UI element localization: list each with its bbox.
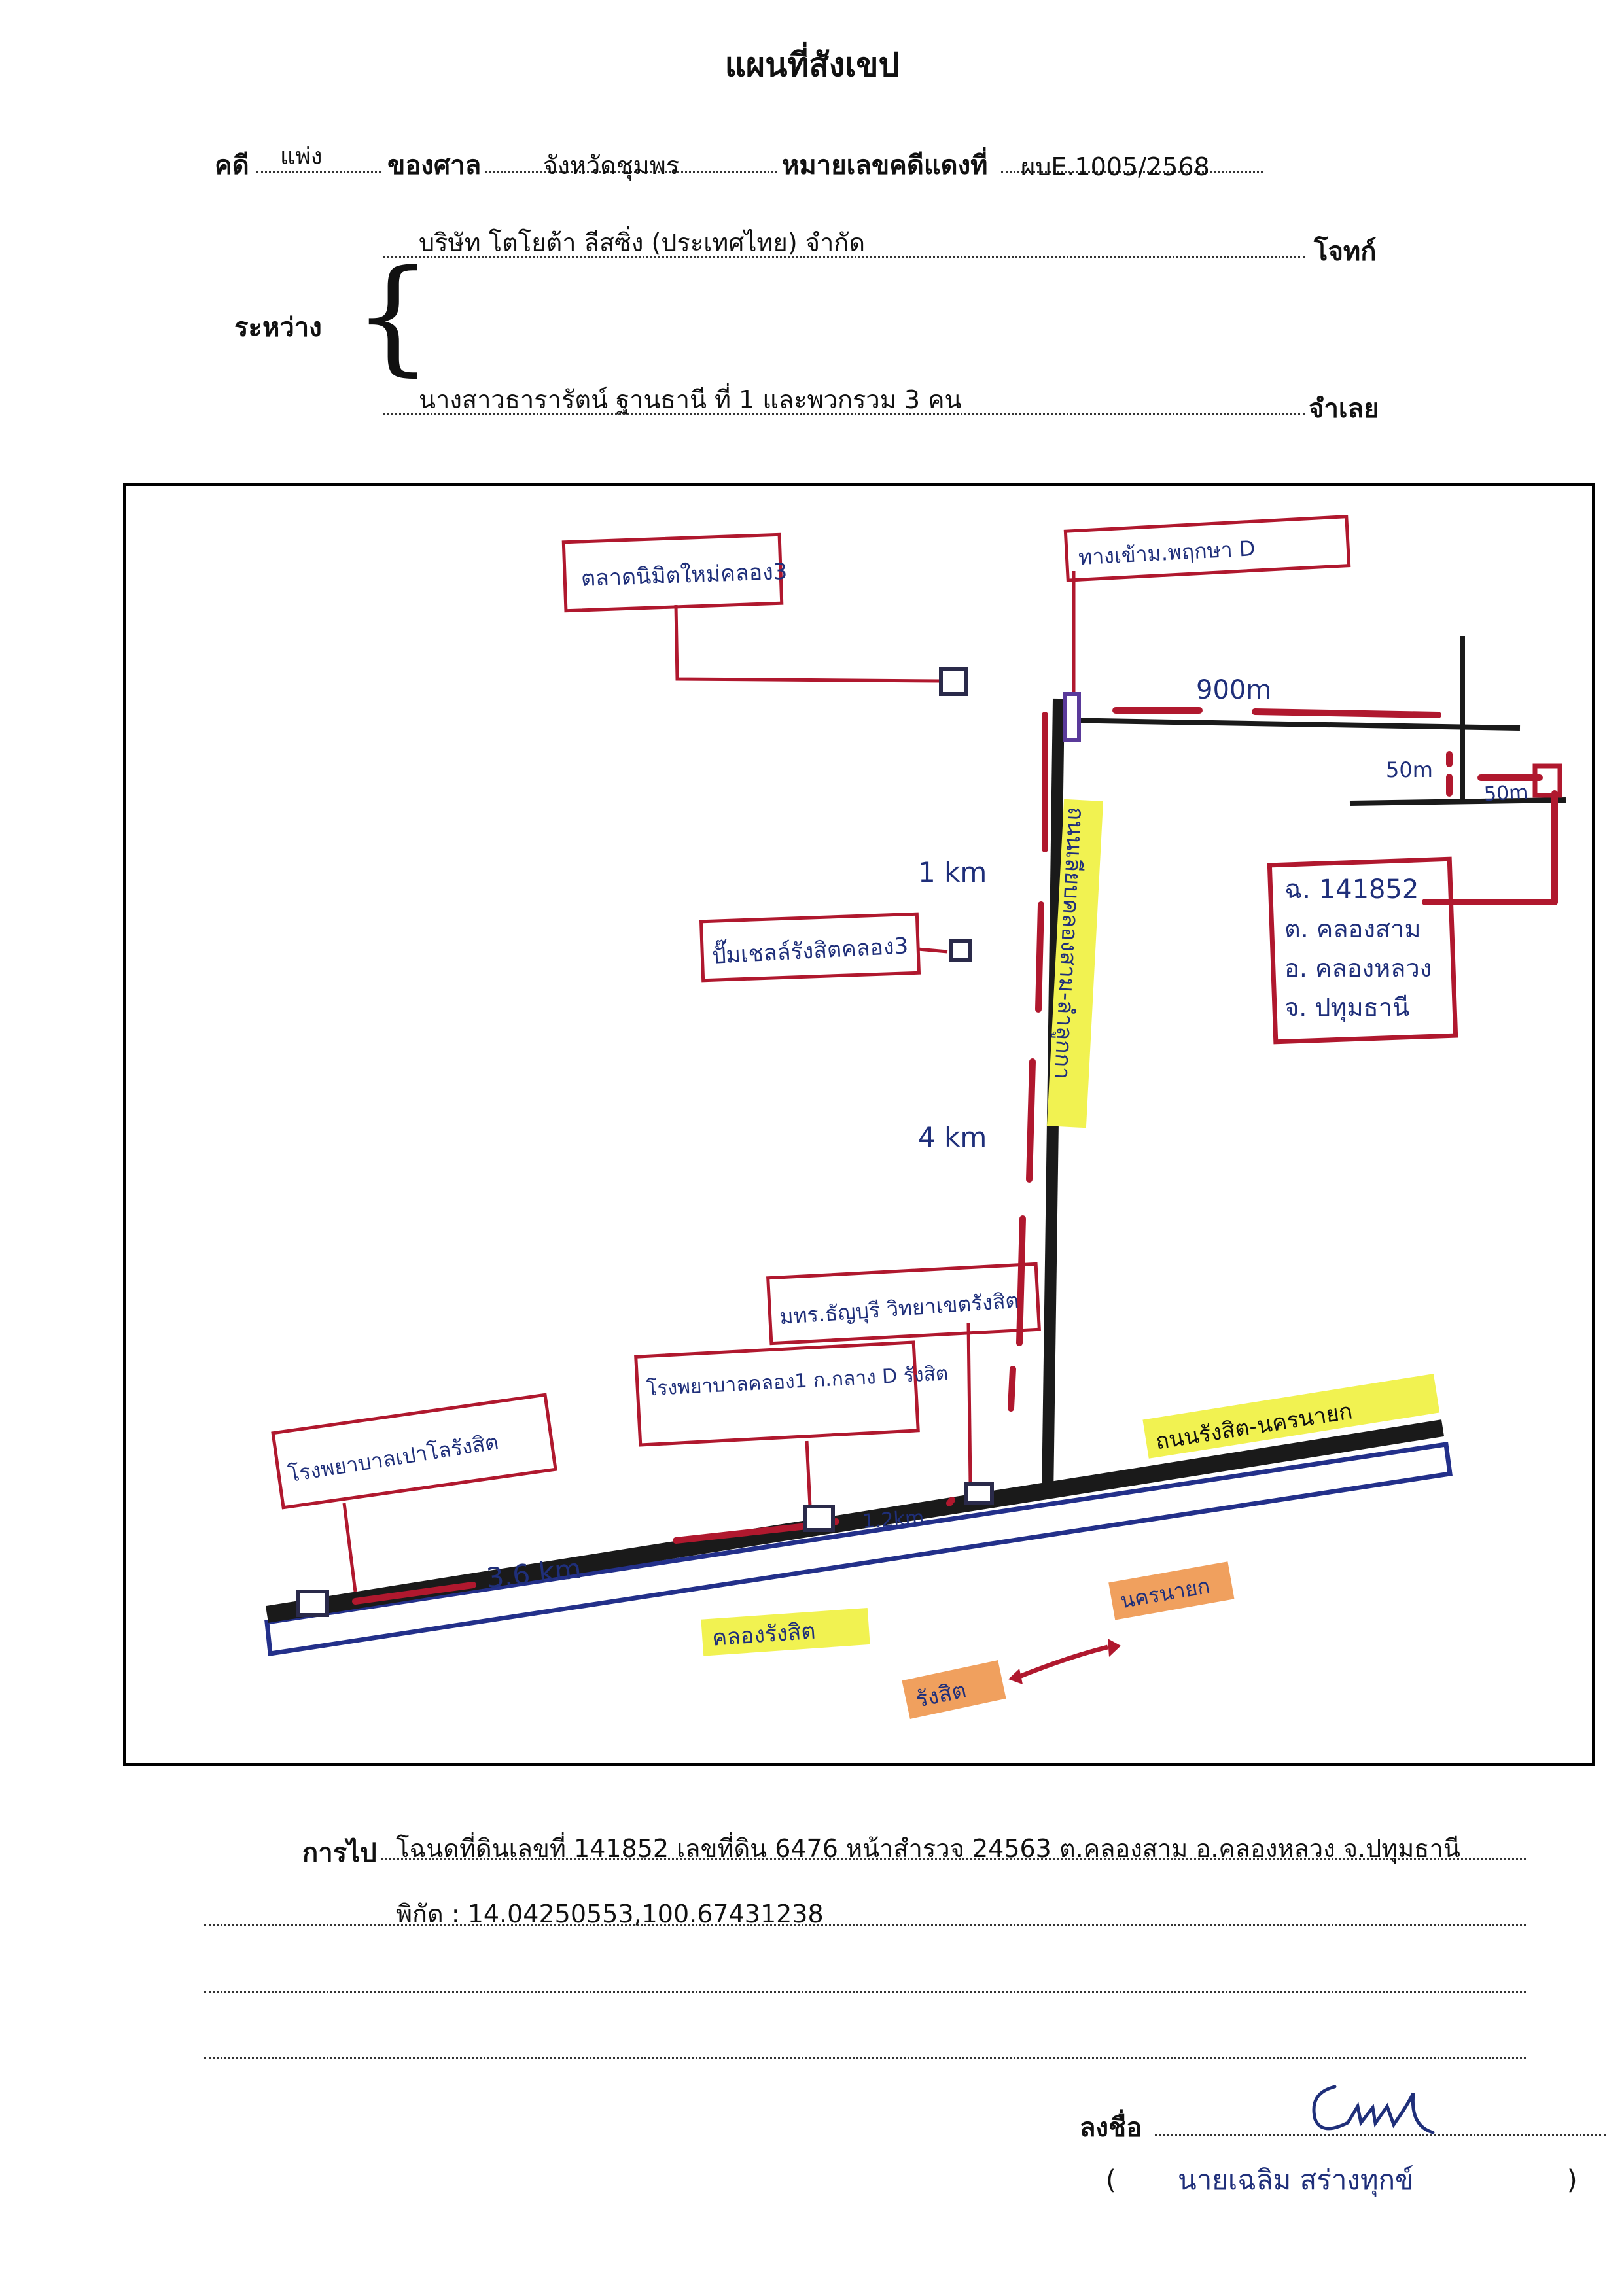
signer-name: นายเฉลิม สร่างทุกข์: [1178, 2164, 1414, 2196]
defendant-label: จำเลย: [1309, 394, 1379, 424]
directions-label: การไป: [302, 1838, 377, 1868]
dist-1-2km: 1.2km: [862, 1506, 925, 1533]
direction-arrow: [1018, 1644, 1108, 1679]
paren-close: ): [1567, 2165, 1578, 2195]
dist-4km: 4 km: [918, 1121, 987, 1153]
page-title: แผนที่สังเขป: [724, 46, 900, 84]
arrow-head-left: [1008, 1669, 1023, 1684]
parcel-line-1: ฉ. 141852: [1284, 875, 1419, 905]
dist-900m: 900m: [1196, 675, 1271, 705]
dist-50m-b: 50m: [1483, 781, 1528, 806]
map-drawing: ตลาดนิมิตใหม่คลอง3 ทางเข้าม.พฤกษา D ปั๊ม…: [264, 515, 1566, 1719]
label-station: ปั๊มเชลล์รังสิตคลอง3: [711, 929, 909, 969]
dist-1km: 1 km: [918, 856, 987, 888]
parcel-line-4: จ. ปทุมธานี: [1284, 993, 1409, 1022]
court-value: จังหวัดชุมพร: [543, 151, 680, 180]
sketch-map: ตลาดนิมิตใหม่คลอง3 ทางเข้าม.พฤกษา D ปั๊ม…: [123, 483, 1595, 1766]
plaintiff-name: บริษัท โตโยต้า ลีสซิ่ง (ประเทศไทย) จำกัด: [419, 228, 866, 257]
label-school: โรงพยาบาลคลอง1 ก.กลาง D รังสิต: [646, 1361, 949, 1400]
directions-line-1: [381, 1858, 1526, 1860]
road-top: [1058, 718, 1521, 731]
yellow-highlights: [701, 799, 1440, 1656]
court-line: [485, 171, 777, 173]
label-university: มทร.ธัญบุรี วิทยาเขตรังสิต: [779, 1288, 1019, 1330]
sign-label: ลงชื่อ: [1080, 2113, 1142, 2143]
place-markers: [296, 667, 1081, 1617]
canal-shape: [264, 1442, 1453, 1657]
plaintiff-label: โจทก์: [1314, 237, 1377, 267]
parcel-line-2: ต. คลองสาม: [1284, 914, 1421, 943]
case-label: คดี: [215, 150, 249, 181]
label-hospital: โรงพยาบาลเปาโลรังสิต: [287, 1429, 501, 1487]
label-market: ตลาดนิมิตใหม่คลอง3: [580, 559, 788, 592]
court-label: ของศาล: [387, 150, 482, 181]
defendant-name: นางสาวธารารัตน์ ฐานธานี ที่ 1 และพวกรวม …: [419, 385, 962, 414]
road-lower-right: [1349, 797, 1566, 806]
signature-scribble: [1312, 2085, 1435, 2134]
sign-line: [1155, 2134, 1606, 2136]
defendant-line: [383, 413, 1305, 415]
parcel-line-3: อ. คลองหลวง: [1284, 954, 1432, 983]
directions-text-2: พิกัด : 14.04250553,100.67431238: [396, 1900, 824, 1928]
red-no-label: หมายเลขคดีแดงที่: [782, 150, 988, 181]
plaintiff-line: [383, 256, 1305, 258]
directions-line-2: [204, 1924, 1526, 1926]
orange-highlights: [902, 1561, 1235, 1719]
red-no-value: ผบE.1005/2568: [1021, 152, 1210, 181]
location-callouts: [271, 515, 1562, 1592]
red-no-line: [1001, 171, 1263, 173]
directions-line-4: [204, 2057, 1526, 2059]
case-type-line: [256, 171, 381, 173]
paren-open: (: [1106, 2165, 1116, 2195]
directions-text-1: โฉนดที่ดินเลขที่ 141852 เลขที่ดิน 6476 ห…: [396, 1834, 1460, 1863]
between-label: ระหว่าง: [234, 313, 322, 343]
arrow-head-right: [1108, 1639, 1121, 1657]
case-type-value: แพ่ง: [280, 143, 323, 170]
brace-symbol: {: [353, 243, 432, 388]
route-markers: [352, 707, 1558, 1605]
label-junction: ทางเข้าม.พฤกษา D: [1078, 536, 1256, 570]
dist-50m-a: 50m: [1386, 757, 1433, 782]
directions-line-3: [204, 1991, 1526, 1993]
